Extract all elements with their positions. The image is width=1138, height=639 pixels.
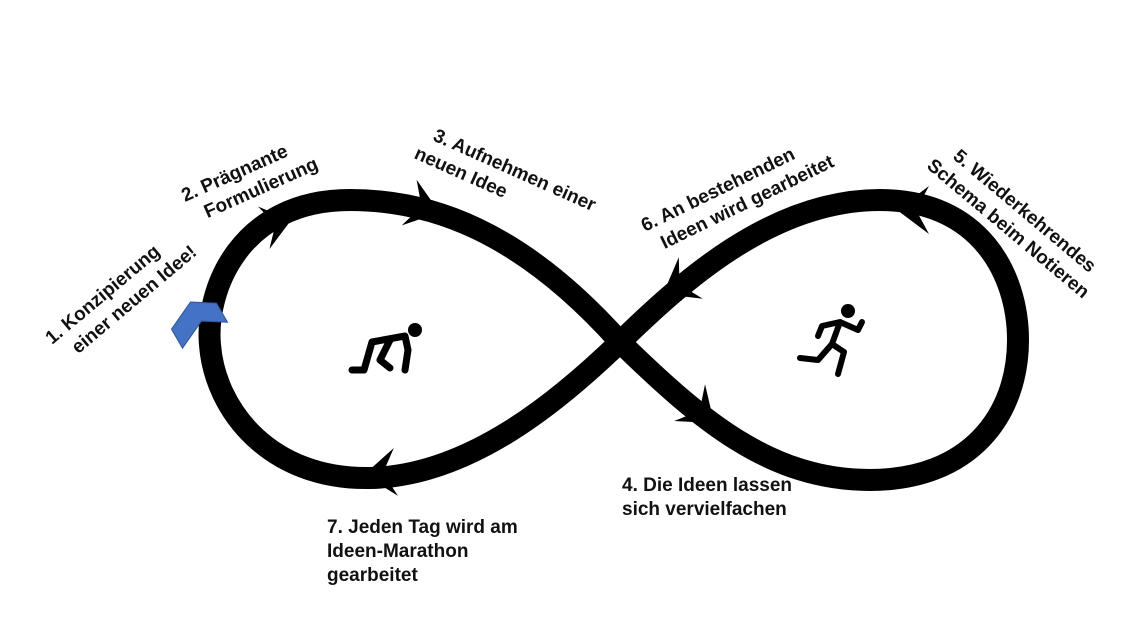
blue-chevron-shape: [170, 301, 229, 350]
step-4-line-2: sich vervielfachen: [622, 499, 787, 520]
step-4-label: 4. Die Ideen lassen sich vervielfachen: [622, 475, 797, 520]
crouching-runner-icon: [348, 323, 422, 374]
step-7-line-3: gearbeitet: [327, 565, 418, 586]
step-7-label: 7. Jeden Tag wird am Ideen-Marathon gear…: [327, 517, 523, 586]
step-4-line-1: 4. Die Ideen lassen: [622, 475, 792, 496]
step-7-line-1: 7. Jeden Tag wird am: [327, 517, 518, 538]
step-1-label: 1. Konzipierung einer neuen Idee!: [42, 223, 201, 367]
chevron-arrow-lower-right: [674, 384, 715, 424]
chevron-arrow-bottom-left: [364, 447, 399, 496]
chevron-arrow-top-middle: [401, 179, 440, 226]
chevron-arrow-center-right: [663, 257, 703, 299]
running-person-icon: [797, 304, 865, 377]
step-7-line-2: Ideen-Marathon: [327, 541, 468, 562]
chevron-arrow-top-left: [258, 206, 291, 249]
chevron-arrow-top-right: [897, 186, 929, 234]
blue-chevron-start-marker-icon: [170, 301, 229, 350]
infinity-loop-path: [198, 189, 1029, 491]
